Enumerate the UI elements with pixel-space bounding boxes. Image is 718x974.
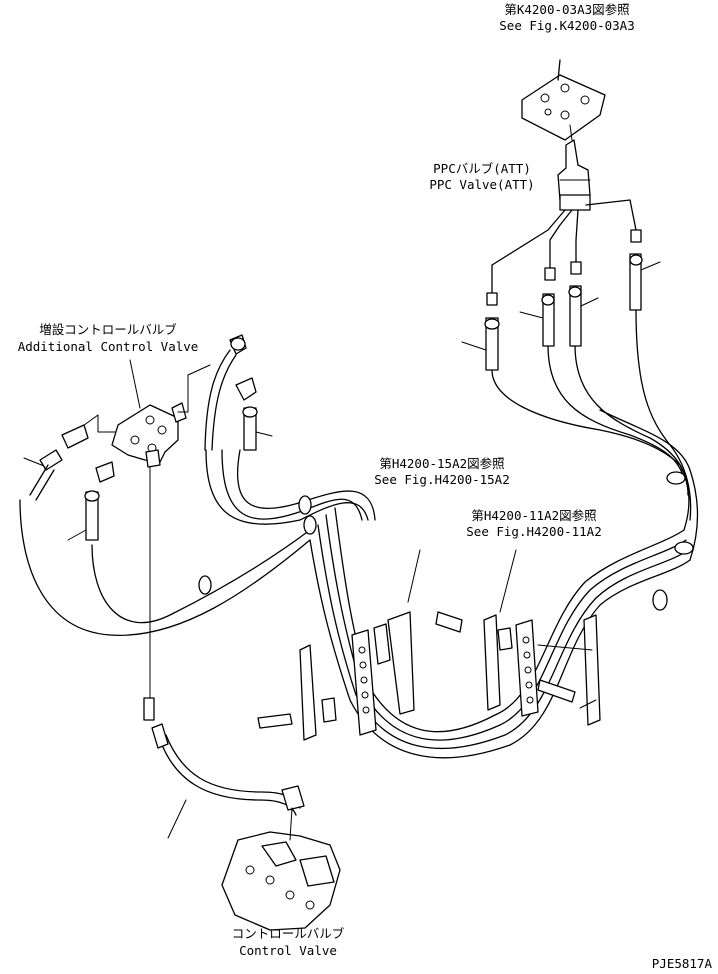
right-brackets	[435, 549, 601, 726]
ppc-valve-jp: PPCバルブ(ATT)	[433, 161, 531, 176]
control-valve-jp: コントロールバルブ	[232, 926, 345, 941]
ref-h4200-15-en: See Fig.H4200-15A2	[374, 472, 509, 487]
ref-h4200-11-en: See Fig.H4200-11A2	[466, 524, 601, 539]
drawing-number: PJE5817A	[652, 956, 713, 971]
add-valve-jp: 増設コントロールバルブ	[39, 322, 177, 337]
ref-k4200-en: See Fig.K4200-03A3	[499, 18, 634, 33]
ppc-valve-en: PPC Valve(ATT)	[429, 177, 534, 192]
ref-k4200-jp: 第K4200-03A3図参照	[504, 2, 629, 17]
labels: 第K4200-03A3図参照 See Fig.K4200-03A3 PPCバルブ…	[18, 2, 713, 971]
add-valve-en: Additional Control Valve	[18, 339, 199, 354]
hose-clamps	[198, 471, 694, 611]
center-brackets	[257, 549, 421, 741]
control-valve	[143, 697, 341, 931]
control-valve-en: Control Valve	[239, 943, 337, 958]
ref-h4200-11-jp: 第H4200-11A2図参照	[471, 508, 596, 523]
ppc-valve	[461, 59, 661, 371]
hose-bundle	[19, 309, 699, 816]
ref-h4200-15-jp: 第H4200-15A2図参照	[379, 456, 504, 471]
additional-control-valve	[23, 334, 273, 541]
